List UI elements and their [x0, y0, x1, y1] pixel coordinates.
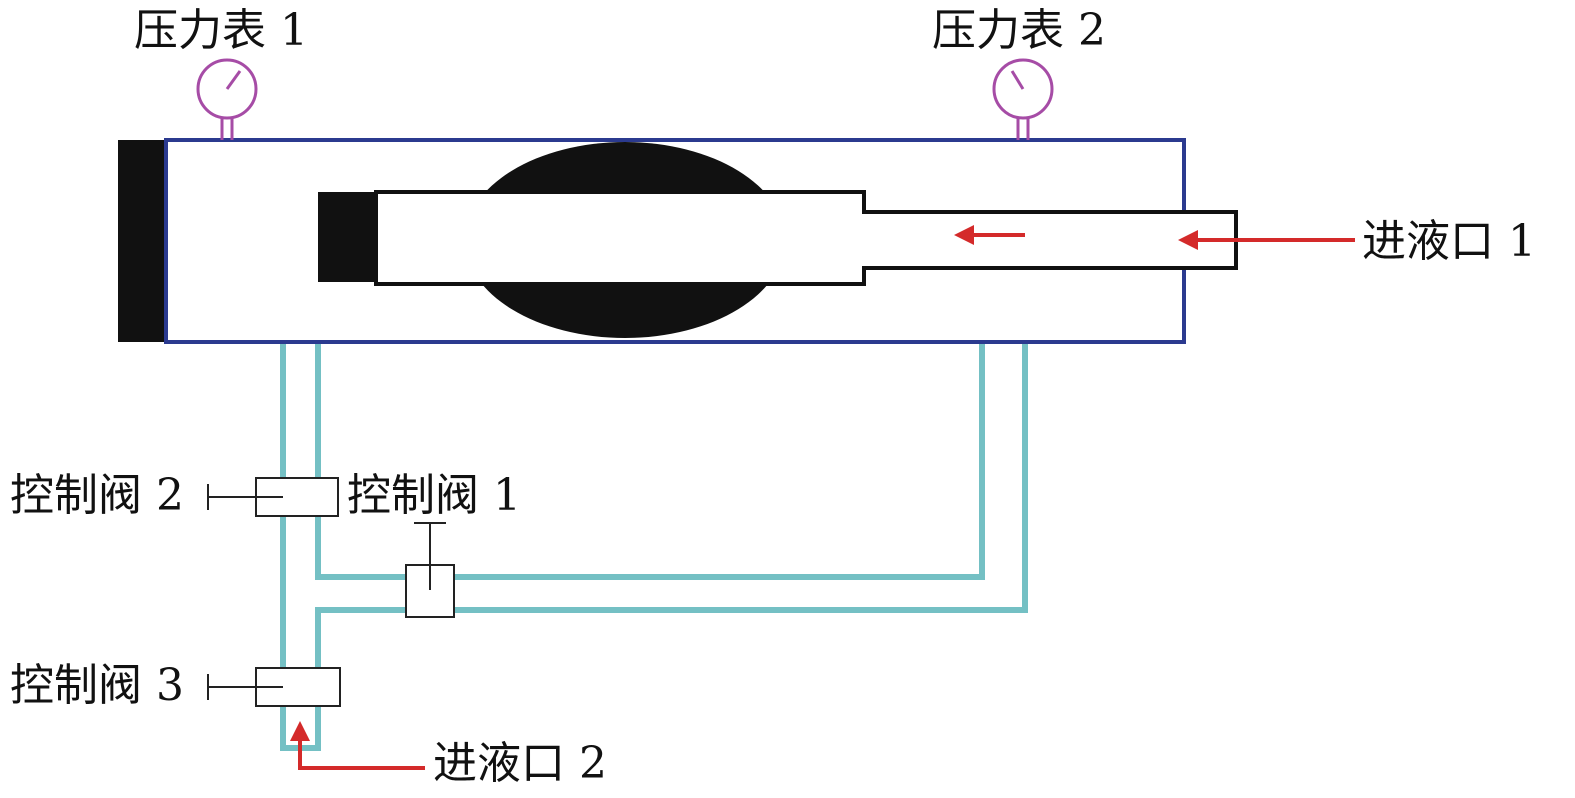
pipe-left-outer	[280, 342, 1028, 751]
pipe-network	[280, 342, 1028, 751]
valve-2-label: 控制阀 2	[10, 470, 184, 521]
inlet-1-label: 进液口 1	[1362, 216, 1536, 267]
pipe-left-inner	[315, 342, 985, 580]
vessel-end-cap	[118, 140, 166, 342]
inner-tube	[374, 190, 1238, 286]
control-valve-2	[207, 477, 339, 517]
pressure-gauge-1	[196, 58, 258, 140]
gauge-2-label: 压力表 2	[932, 5, 1106, 56]
gauge-needle-icon	[225, 70, 242, 90]
control-valve-1	[405, 522, 455, 618]
pressure-gauge-2	[992, 58, 1054, 140]
plug-block	[318, 192, 378, 282]
gauge-1-label: 压力表 1	[134, 5, 308, 56]
vessel	[118, 138, 1238, 344]
valve-3-label: 控制阀 3	[10, 660, 184, 711]
valve-1-label: 控制阀 1	[347, 470, 521, 521]
flow-arrows	[290, 225, 1355, 770]
inlet-2-label: 进液口 2	[433, 738, 607, 789]
gauge-needle-icon	[1010, 70, 1025, 90]
control-valve-3	[207, 667, 341, 707]
inlet-2-arrow	[290, 721, 425, 770]
